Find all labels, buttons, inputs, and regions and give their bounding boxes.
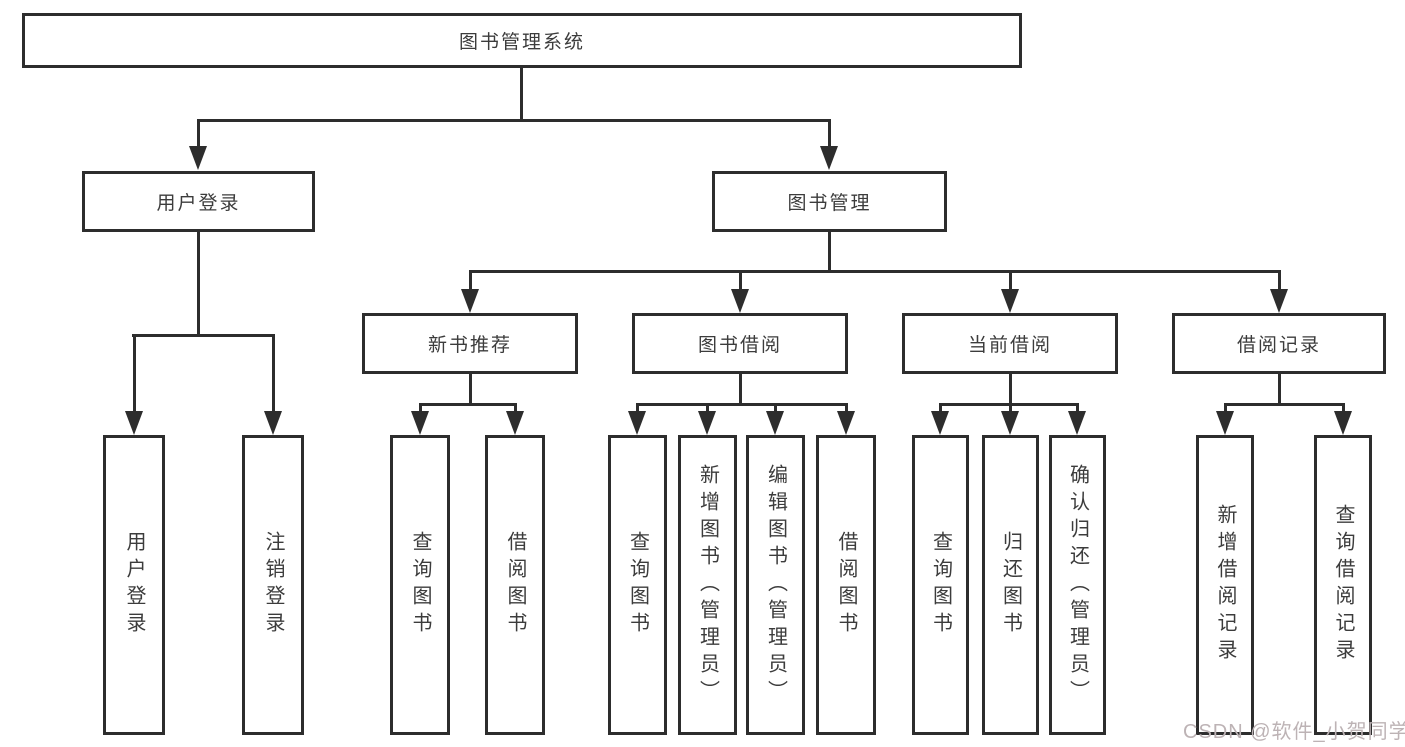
connector-line-h — [1224, 403, 1345, 406]
connector-line-v — [636, 403, 639, 413]
leaf-borrowing-edit-book-admin: 编辑图书（管理员） — [746, 435, 805, 735]
connector-line-v — [1076, 403, 1079, 413]
arrow-down-icon — [628, 411, 646, 435]
leaf-records-add-record: 新增借阅记录 — [1196, 435, 1254, 735]
leaf-label: 借阅图书 — [504, 531, 526, 639]
arrow-down-icon — [1068, 411, 1086, 435]
leaf-label: 归还图书 — [999, 531, 1022, 639]
leaf-borrowing-query-book: 查询图书 — [608, 435, 667, 735]
leaf-label: 编辑图书（管理员） — [764, 463, 787, 707]
leaf-current-confirm-return-admin: 确认归还（管理员） — [1049, 435, 1106, 735]
arrow-down-icon — [411, 411, 429, 435]
connector-line-v — [1009, 403, 1012, 413]
arrow-down-icon — [731, 289, 749, 313]
arrow-down-icon — [931, 411, 949, 435]
leaf-label: 查询图书 — [929, 531, 952, 639]
arrow-down-icon — [1216, 411, 1234, 435]
connector-line-h — [132, 334, 275, 337]
connector-line-h — [419, 403, 517, 406]
leaf-label: 查询图书 — [409, 531, 431, 639]
node-library-management-system: 图书管理系统 — [22, 13, 1022, 68]
connector-line-v — [1342, 403, 1345, 413]
leaf-current-query-book: 查询图书 — [912, 435, 969, 735]
connector-line-v — [469, 270, 472, 291]
connector-line-v — [1009, 270, 1012, 291]
leaf-label: 注销登录 — [262, 531, 284, 639]
connector-line-v — [419, 403, 422, 413]
arrow-down-icon — [1001, 411, 1019, 435]
csdn-watermark: CSDN @软件_小贺同学 — [1183, 721, 1405, 743]
arrow-down-icon — [506, 411, 524, 435]
connector-line-v — [939, 403, 942, 413]
connector-line-v — [133, 334, 136, 413]
leaf-logout: 注销登录 — [242, 435, 304, 735]
leaf-recommend-borrow-book: 借阅图书 — [485, 435, 545, 735]
connector-line-v — [1009, 374, 1012, 406]
leaf-label: 查询借阅记录 — [1332, 504, 1354, 666]
connector-line-h — [636, 403, 848, 406]
leaf-user-login: 用户登录 — [103, 435, 165, 735]
connector-line-v — [739, 374, 742, 406]
connector-line-v — [845, 403, 848, 413]
node-book-management: 图书管理 — [712, 171, 947, 232]
connector-line-v — [739, 270, 742, 291]
connector-line-v — [514, 403, 517, 413]
leaf-current-return-book: 归还图书 — [982, 435, 1039, 735]
connector-line-v — [706, 403, 709, 413]
connector-line-v — [1278, 374, 1281, 406]
leaf-label: 确认归还（管理员） — [1066, 463, 1089, 707]
connector-line-v — [1224, 403, 1227, 413]
arrow-down-icon — [264, 411, 282, 435]
arrow-down-icon — [1270, 289, 1288, 313]
leaf-label: 查询图书 — [626, 531, 649, 639]
leaf-label: 新增借阅记录 — [1214, 504, 1236, 666]
connector-line-v — [1278, 270, 1281, 291]
leaf-label: 用户登录 — [123, 531, 145, 639]
connector-line-v — [469, 374, 472, 406]
node-borrowing-records: 借阅记录 — [1172, 313, 1386, 374]
arrow-down-icon — [837, 411, 855, 435]
connector-line-v — [197, 119, 200, 149]
arrow-down-icon — [1001, 289, 1019, 313]
leaf-records-query-record: 查询借阅记录 — [1314, 435, 1372, 735]
connector-line-v — [520, 68, 523, 120]
connector-line-v — [272, 334, 275, 413]
arrow-down-icon — [189, 146, 207, 170]
connector-line-h — [197, 119, 831, 122]
leaf-label: 借阅图书 — [835, 531, 857, 639]
connector-line-v — [774, 403, 777, 413]
arrow-down-icon — [1334, 411, 1352, 435]
connector-line-v — [197, 232, 200, 337]
connector-line-v — [828, 232, 831, 273]
arrow-down-icon — [820, 146, 838, 170]
arrow-down-icon — [125, 411, 143, 435]
leaf-borrowing-borrow-book: 借阅图书 — [816, 435, 876, 735]
node-new-book-recommendation: 新书推荐 — [362, 313, 578, 374]
node-current-borrowing: 当前借阅 — [902, 313, 1118, 374]
leaf-recommend-query-book: 查询图书 — [390, 435, 450, 735]
connector-line-h — [469, 270, 1281, 273]
leaf-label: 新增图书（管理员） — [696, 463, 719, 707]
node-book-borrowing: 图书借阅 — [632, 313, 848, 374]
node-user-login: 用户登录 — [82, 171, 315, 232]
arrow-down-icon — [461, 289, 479, 313]
arrow-down-icon — [766, 411, 784, 435]
connector-line-v — [828, 119, 831, 149]
arrow-down-icon — [698, 411, 716, 435]
leaf-borrowing-add-book-admin: 新增图书（管理员） — [678, 435, 737, 735]
